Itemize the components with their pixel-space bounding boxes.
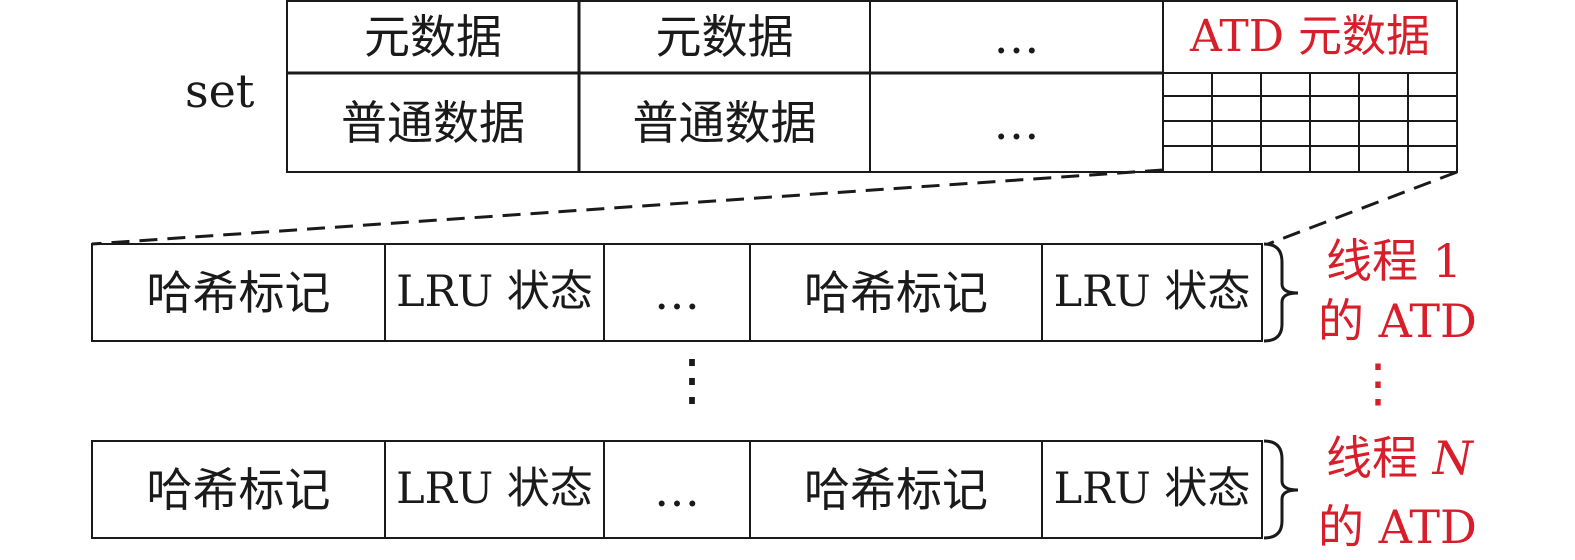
normal-data-cell-2: 普通数据 <box>632 95 817 150</box>
hash-tag-cell: 哈希标记 <box>804 265 988 320</box>
thread-n-variable: N <box>1432 431 1473 485</box>
normal-data-ellipsis: … <box>993 95 1040 150</box>
metadata-ellipsis: … <box>993 10 1040 64</box>
thread-n-prefix: 线程 <box>1326 431 1433 485</box>
hash-tag-cell: 哈希标记 <box>146 462 331 517</box>
lru-state-cell: LRU 状态 <box>1053 267 1251 317</box>
hash-tag-cell: 哈希标记 <box>146 265 331 320</box>
thread-1-label-line1: 线程 1 <box>1326 234 1462 288</box>
hash-tag-cell: 哈希标记 <box>804 462 988 517</box>
lru-state-cell: LRU 状态 <box>396 464 593 514</box>
atd-row-1-frame <box>91 243 1263 342</box>
zoom-line-left <box>91 168 1164 246</box>
set-label: set <box>185 64 255 118</box>
threads-vertical-ellipsis: ⋮ <box>1352 354 1404 414</box>
atd-ellipsis-cell: … <box>654 265 700 320</box>
lru-state-cell: LRU 状态 <box>396 267 593 317</box>
thread-n-label-line2: 的 ATD <box>1318 500 1477 554</box>
zoom-line-right <box>1267 170 1458 246</box>
atd-row-n-frame <box>91 440 1263 539</box>
brace-thread-1 <box>1263 242 1299 343</box>
normal-data-cell-1: 普通数据 <box>341 95 525 150</box>
thread-1-label-line2: 的 ATD <box>1318 294 1477 348</box>
brace-thread-n <box>1263 439 1299 540</box>
rows-vertical-ellipsis: ⋮ <box>664 348 720 413</box>
metadata-cell-1: 元数据 <box>364 10 502 64</box>
lru-state-cell: LRU 状态 <box>1053 464 1251 514</box>
atd-metadata-cell: ATD 元数据 <box>1190 11 1430 62</box>
metadata-cell-2: 元数据 <box>655 10 794 64</box>
atd-ellipsis-cell: … <box>654 462 700 517</box>
thread-n-label-line1: 线程 N <box>1326 435 1473 481</box>
top-table-frame <box>286 0 1458 173</box>
